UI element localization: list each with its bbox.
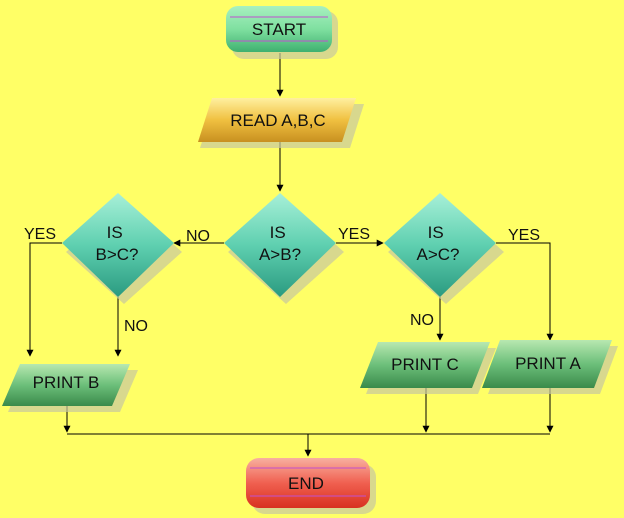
end-label: END: [288, 474, 324, 493]
edge-label-ac-no: NO: [410, 312, 434, 329]
decision-a-gt-c-label: IS A>C?: [417, 223, 460, 264]
print-c-node: PRINT C: [360, 342, 496, 394]
read-node: READ A,B,C: [198, 98, 364, 148]
edge-label-ab-no: NO: [186, 228, 210, 245]
decision-a-gt-c: IS A>C?: [384, 193, 504, 304]
edge-bc-yes: [26, 242, 62, 357]
edge-ac-yes: [496, 242, 554, 341]
decision-a-gt-b-label: IS A>B?: [259, 223, 301, 264]
start-label: START: [252, 20, 306, 39]
print-b-label: PRINT B: [33, 373, 100, 392]
decision-a-gt-b: IS A>B?: [224, 193, 344, 304]
edge-label-ac-yes: YES: [508, 227, 540, 244]
print-c-label: PRINT C: [391, 355, 459, 374]
start-node: START: [226, 6, 338, 59]
print-a-node: PRINT A: [482, 340, 618, 394]
connectors: [26, 53, 554, 457]
decision-b-gt-c: IS B>C?: [62, 193, 182, 304]
decision-b-gt-c-label: IS B>C?: [96, 223, 139, 264]
end-node: END: [246, 458, 376, 514]
print-b-node: PRINT B: [2, 364, 138, 412]
edge-label-bc-yes: YES: [24, 226, 56, 243]
print-a-label: PRINT A: [515, 354, 581, 373]
edge-label-bc-no: NO: [124, 318, 148, 335]
read-label: READ A,B,C: [230, 111, 325, 130]
edge-label-ab-yes: YES: [338, 226, 370, 243]
